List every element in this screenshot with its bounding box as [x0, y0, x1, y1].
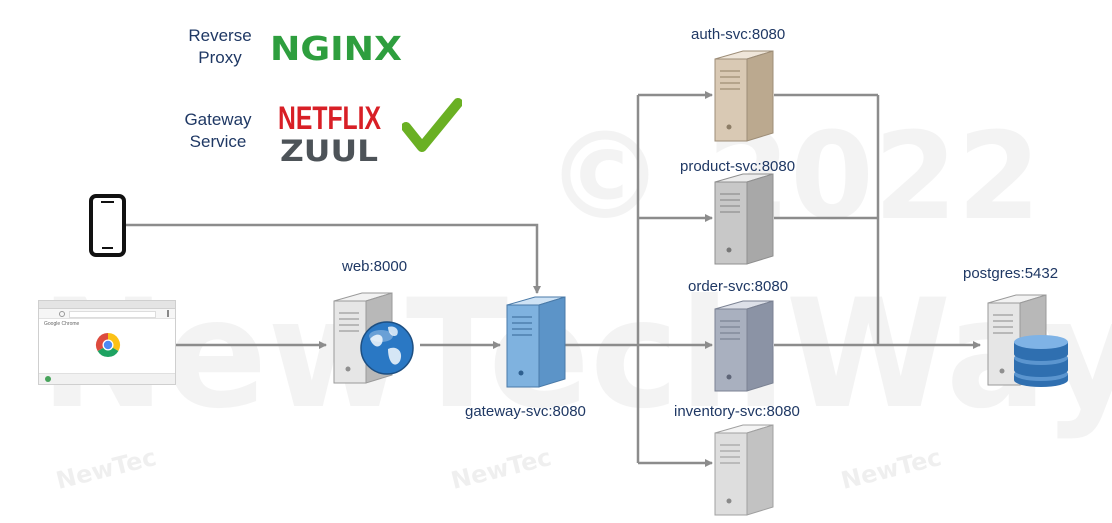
- browser-status-icon: [45, 376, 51, 382]
- inventory-node-label: inventory-svc:8080: [674, 403, 800, 420]
- brand-watermark: NewTechWays: [40, 268, 1112, 442]
- browser-menu-icon: [167, 310, 169, 317]
- gateway-node-label: gateway-svc:8080: [465, 403, 586, 420]
- product-node-label: product-svc:8080: [680, 158, 796, 175]
- inventory-server-icon: [714, 424, 774, 516]
- nginx-logo: NGINX: [270, 29, 402, 67]
- copyright-watermark: © 2022: [545, 108, 1041, 247]
- netflix-logo-text: NETFLIX: [278, 100, 382, 136]
- auth-server-icon: [714, 50, 774, 142]
- zuul-logo-text: ZUUL: [280, 134, 378, 168]
- order-node-label: order-svc:8080: [688, 278, 789, 295]
- browser-tab-strip: [39, 301, 175, 309]
- gateway-service-label: Gateway Service: [184, 110, 252, 151]
- browser-address-bar: [39, 309, 175, 319]
- nginx-logo-text: NGINX: [270, 29, 402, 67]
- chrome-logo-icon: [95, 333, 121, 358]
- auth-node-label: auth-svc:8080: [691, 26, 786, 43]
- web-server-icon: [333, 292, 414, 384]
- browser-url-field: [69, 311, 156, 318]
- database-icon: [1014, 335, 1068, 387]
- phone-to-gateway-arrow: [126, 223, 541, 294]
- browser-brand-text: Google Chrome: [44, 321, 80, 327]
- web-node-label: web:8000: [342, 258, 408, 275]
- browser-window: Google Chrome: [38, 300, 176, 385]
- browser-home-icon: [59, 311, 65, 317]
- netflix-zuul-logo: NETFLIX ZUUL: [278, 100, 382, 168]
- postgres-node-label: postgres:5432: [963, 265, 1059, 282]
- order-server-icon: [714, 300, 774, 392]
- check-icon: [402, 98, 462, 152]
- product-server-icon: [714, 173, 774, 265]
- gateway-server-icon: [506, 296, 566, 388]
- reverse-proxy-label: Reverse Proxy: [188, 26, 252, 67]
- mobile-phone-icon: [89, 194, 126, 257]
- browser-status-bar: [39, 373, 175, 384]
